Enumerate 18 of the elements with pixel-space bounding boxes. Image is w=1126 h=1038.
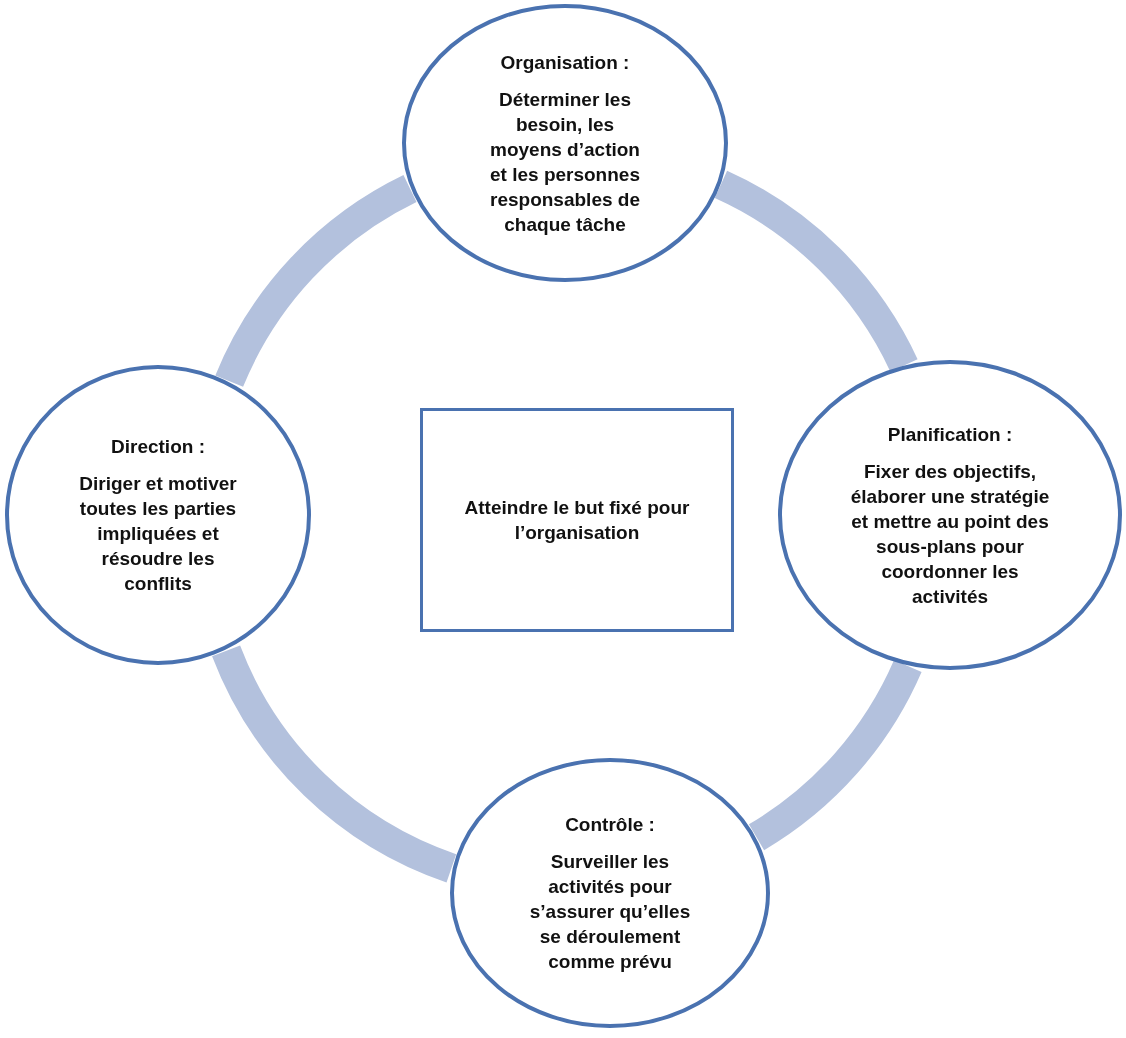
stage-description: Diriger et motiver toutes les parties impliquées et résoudre les conflits xyxy=(78,472,238,596)
stage-heading: Direction : xyxy=(111,435,205,459)
stage-ellipse xyxy=(402,4,728,282)
stage-ellipse xyxy=(778,360,1122,670)
stage-heading: Planification : xyxy=(887,422,1013,447)
stage-heading: Organisation : xyxy=(500,50,630,75)
ring-arc xyxy=(212,644,458,883)
stage-ellipse xyxy=(450,758,770,1028)
ring-arc xyxy=(714,171,918,373)
ring-arc xyxy=(748,659,922,850)
stage-description: Atteindre le but fixé pour l’organisation xyxy=(463,496,691,545)
stage-description: Déterminer les besoin, les moyens d’action et les personnes responsables de chaque tâche xyxy=(489,87,641,237)
goal-box xyxy=(420,408,734,632)
stage-description: Surveiller les activités pour s’assurer qu’elles se déroulement comme prévu xyxy=(528,850,692,974)
ring-arc xyxy=(215,175,418,388)
stage-description: Fixer des objectifs, élaborer une stratégie et mettre au point des sous-plans pour coordonner les activités xyxy=(849,459,1051,609)
stage-heading: Contrôle : xyxy=(565,813,655,837)
stage-ellipse xyxy=(5,365,311,665)
